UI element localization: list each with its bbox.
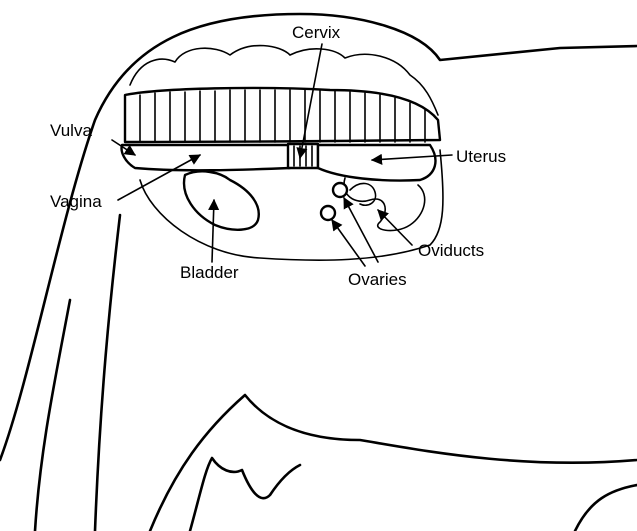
uterus-body [318, 145, 435, 181]
cervix-body [288, 144, 318, 168]
spine-top-outline [125, 88, 440, 142]
label-ovaries: Ovaries [348, 270, 407, 289]
label-vagina: Vagina [50, 192, 102, 211]
udder-outline [190, 458, 300, 531]
label-oviducts: Oviducts [418, 241, 484, 260]
flank-line [575, 485, 637, 531]
label-bladder: Bladder [180, 263, 239, 282]
spine-band [125, 46, 440, 142]
belly-line [150, 395, 637, 531]
rear-leg-line [35, 300, 70, 531]
reproductive-tract [122, 144, 436, 231]
ovaries-pointer-upper [344, 198, 378, 262]
ovary-lower [321, 206, 335, 220]
ovary-upper [333, 183, 347, 197]
vagina-tube [122, 145, 290, 170]
back-and-rump-line [0, 14, 637, 460]
label-vulva: Vulva [50, 121, 92, 140]
label-uterus: Uterus [456, 147, 506, 166]
rear-leg-inner-line [95, 215, 120, 531]
label-cervix: Cervix [292, 23, 341, 42]
bladder-shape [184, 171, 259, 229]
